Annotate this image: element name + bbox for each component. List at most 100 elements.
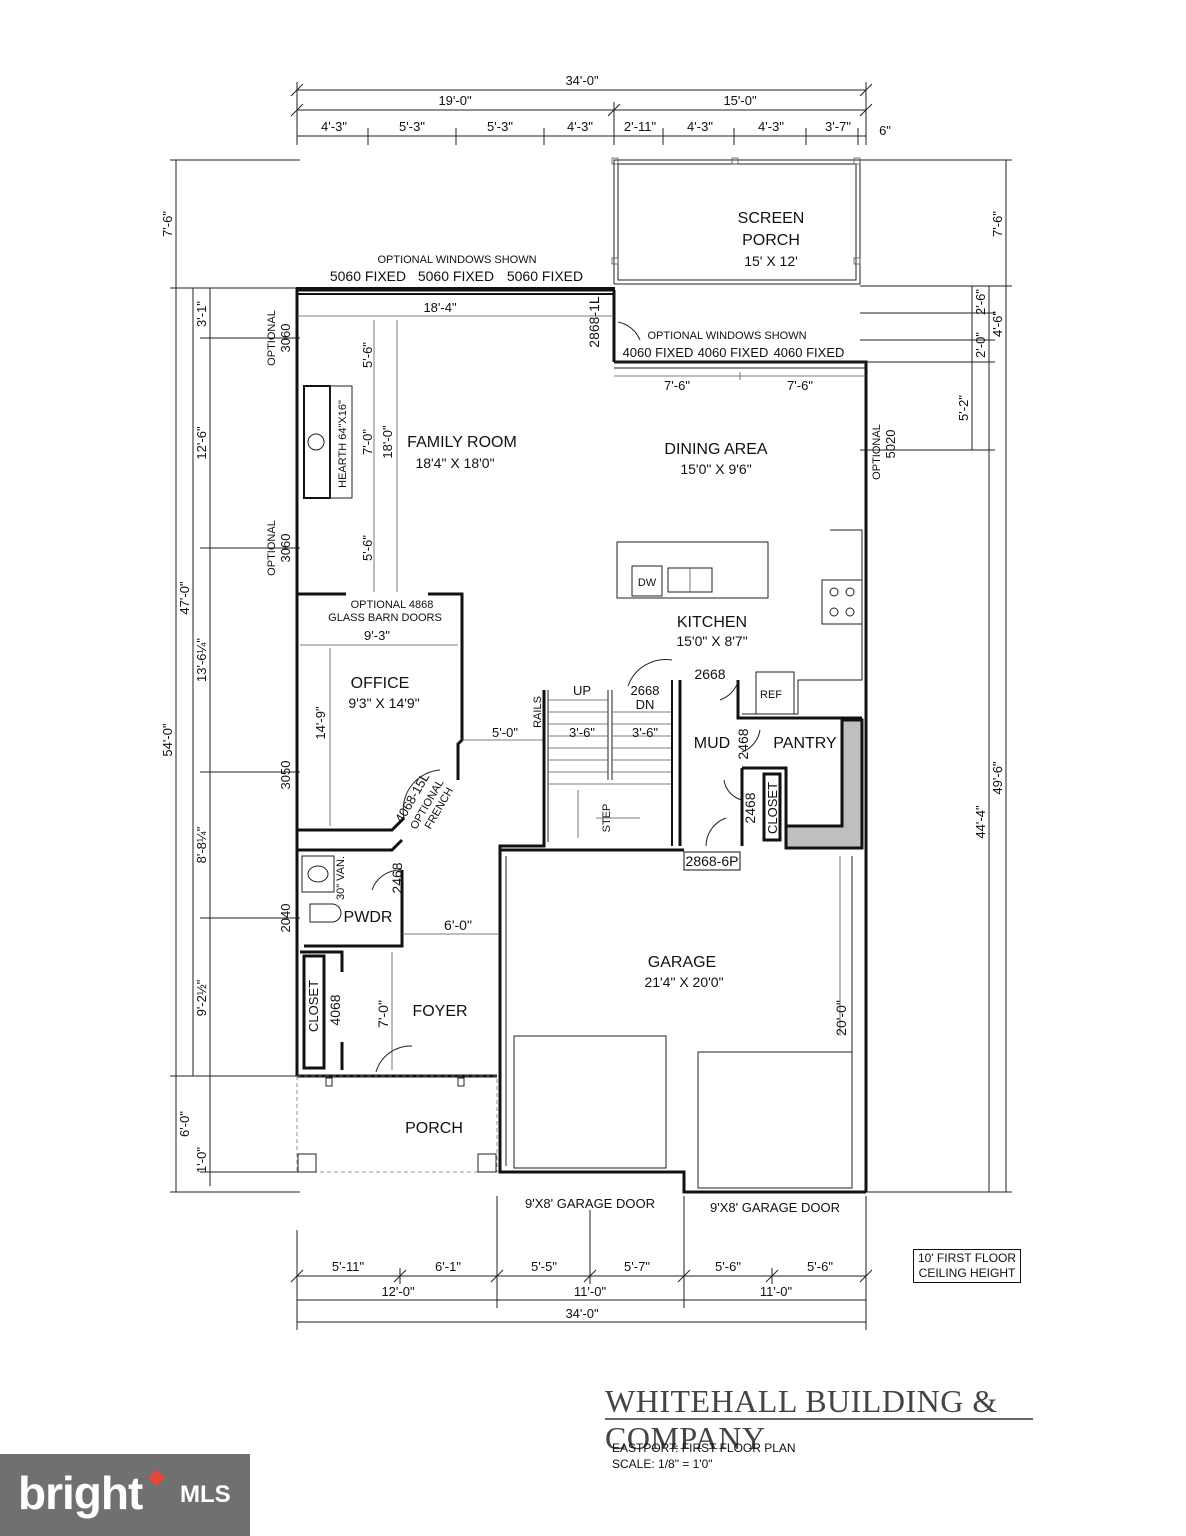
dim-bottom-seg-6: 5'-6" <box>807 1259 833 1274</box>
dim-left-seg-5: 9'-2½" <box>194 979 209 1016</box>
door-2468-c: 2468 <box>389 862 405 893</box>
top-window-3: 5060 FIXED <box>507 268 583 284</box>
family-room: 18'-4" HEARTH 64"X16" 5'-6" 7'-0" 18'-0"… <box>297 300 614 624</box>
dim-left-partial: 47'-0" <box>177 581 192 615</box>
stairs: RAILS UP 2668 DN 3'-6" 3'-6" STEP <box>498 659 684 852</box>
kitchen-label: KITCHEN <box>677 614 747 631</box>
door-2868-1l: 2868-1L <box>586 296 602 348</box>
porch-window-2: 4060 FIXED <box>698 345 769 360</box>
foyer-60: 6'-0" <box>444 917 472 933</box>
ceiling-line-1: 10' FIRST FLOOR <box>917 1251 1017 1265</box>
dim-bottom-seg-3: 5'-5" <box>531 1259 557 1274</box>
foyer-70: 7'-0" <box>375 1000 391 1028</box>
garage-20: 20'-0" <box>833 1000 849 1036</box>
bright-mls-watermark: bright MLS <box>0 1454 250 1536</box>
dim-top-seg-3: 5'-3" <box>487 119 513 134</box>
stair-36-b: 3'-6" <box>632 725 658 740</box>
dw-label: DW <box>638 577 657 589</box>
closet2-label: CLOSET <box>306 980 321 1032</box>
right-window-opt-a: OPTIONAL <box>871 424 883 480</box>
front-porch: PORCH <box>296 1075 498 1173</box>
dim-top-seg-1: 4'-3" <box>321 119 347 134</box>
top-window-1: 5060 FIXED <box>330 268 406 284</box>
top-dimensions: 34'-0" 19'-0" 15'-0" 4'-3" 5'-3" 5'-3" 4… <box>290 73 891 145</box>
pwdr-label: PWDR <box>344 909 393 926</box>
watermark-diamond-icon <box>148 1469 166 1487</box>
office-height: 14'-9" <box>313 706 328 740</box>
dim-right-seg-c: 2'-0" <box>973 332 988 358</box>
closet-door: 4068 <box>327 994 343 1025</box>
door-2468-b: 2468 <box>742 792 758 823</box>
dining-75-a: 7'-6" <box>664 378 690 393</box>
top-window-2: 5060 FIXED <box>418 268 494 284</box>
porch-window-1: 4060 FIXED <box>623 345 694 360</box>
pantry-label: PANTRY <box>773 735 837 752</box>
left-window-2040: 2040 <box>278 904 293 933</box>
garage-door-b: 9'X8' GARAGE DOOR <box>710 1200 840 1215</box>
plan-scale: SCALE: 1/8" = 1'0" <box>612 1457 713 1471</box>
dim-bottom-mid-1: 12'-0" <box>381 1284 415 1299</box>
dining-size: 15'0" X 9'6" <box>680 461 751 477</box>
exterior-walls <box>295 287 868 1194</box>
right-window-opt-b: 5020 <box>883 430 898 459</box>
family-56-a: 5'-6" <box>360 342 375 368</box>
dim-top-seg-2: 5'-3" <box>399 119 425 134</box>
door-2868-6p: 2868-6P <box>686 853 739 869</box>
screen-porch: SCREEN PORCH 15' X 12' <box>611 157 861 285</box>
dining-75-b: 7'-6" <box>787 378 813 393</box>
dim-bottom-total: 34'-0" <box>565 1306 599 1321</box>
family-width: 18'-4" <box>423 300 457 315</box>
watermark-mls: MLS <box>180 1481 231 1508</box>
plan-name: EASTPORT: FIRST FLOOR PLAN <box>612 1441 796 1455</box>
dim-bottom-mid-2: 11'-0" <box>574 1284 607 1299</box>
ref-label: REF <box>760 689 782 701</box>
top-windows-note: OPTIONAL WINDOWS SHOWN <box>377 254 536 266</box>
bottom-dimensions: 5'-11" 6'-1" 5'-5" 5'-7" 5'-6" 5'-6" 12'… <box>290 1196 873 1330</box>
dim-right-seg-d: 5'-2" <box>956 395 971 421</box>
hall-width: 5'-0" <box>492 725 518 740</box>
door-2468-a: 2468 <box>735 728 751 759</box>
builder-underline <box>605 1418 1033 1420</box>
dim-top-seg-7: 4'-3" <box>758 119 784 134</box>
mud-pantry: 2668 MUD PANTRY 2468 2468 CLOSET 2868-6P <box>678 666 864 871</box>
dim-left-porch: 7'-6" <box>160 211 175 237</box>
porch-window-3: 4060 FIXED <box>774 345 845 360</box>
right-dimensions: 7'-6" 2'-6" 4'-6" 2'-0" 5'-2" 49'-6" 44'… <box>860 159 1012 1193</box>
dim-left-seg-3: 13'-6¼" <box>194 638 209 682</box>
office-label: OFFICE <box>351 675 410 692</box>
stair-dn-a: 2668 <box>631 683 660 698</box>
family-180: 18'-0" <box>380 425 395 459</box>
dim-top-seg-6: 4'-3" <box>687 119 713 134</box>
garage-door-a: 9'X8' GARAGE DOOR <box>525 1196 655 1211</box>
kitchen-size: 15'0" X 8'7" <box>676 633 747 649</box>
left-window-opt1-b: 3060 <box>278 324 293 353</box>
left-dimensions: 7'-6" 54'-0" 47'-0" 3'-1" 12'-6" 13'-6¼"… <box>160 159 300 1193</box>
office: 9'-3" 14'-9" OFFICE 9'3" X 14'9" 4068-15… <box>297 592 544 832</box>
dim-left-seg-1: 3'-1" <box>194 301 209 327</box>
dim-left-overall: 54'-0" <box>160 723 175 757</box>
barn-doors-b: GLASS BARN DOORS <box>328 612 442 624</box>
closet-label: CLOSET <box>765 782 780 834</box>
dining-label: DINING AREA <box>664 441 767 458</box>
hearth-label: HEARTH 64"X16" <box>337 400 349 488</box>
screen-porch-size: 15' X 12' <box>744 253 798 269</box>
dim-bottom-seg-4: 5'-7" <box>624 1259 650 1274</box>
family-room-size: 18'4" X 18'0" <box>415 455 494 471</box>
foyer-label: FOYER <box>412 1003 467 1020</box>
dim-bottom-seg-1: 5'-11" <box>332 1259 365 1274</box>
porch-windows-note: OPTIONAL WINDOWS SHOWN <box>647 330 806 342</box>
stair-dn-b: DN <box>636 697 655 712</box>
left-window-opt2-a: OPTIONAL <box>266 520 278 576</box>
screen-porch-label-1: SCREEN <box>738 210 805 227</box>
dim-left-seg-4: 8'-8¼" <box>194 826 209 863</box>
dim-top-seg-8: 3'-7" <box>825 119 851 134</box>
family-56-b: 5'-6" <box>360 535 375 561</box>
ceiling-line-2: CEILING HEIGHT <box>918 1266 1016 1280</box>
dim-right-seg-b: 4'-6" <box>990 311 1005 337</box>
door-2668: 2668 <box>694 666 725 682</box>
dim-top-left: 19'-0" <box>438 93 472 108</box>
dim-right-overall-a: 49'-6" <box>990 761 1005 795</box>
dim-bottom-seg-5: 5'-6" <box>715 1259 741 1274</box>
office-size: 9'3" X 14'9" <box>348 695 419 711</box>
